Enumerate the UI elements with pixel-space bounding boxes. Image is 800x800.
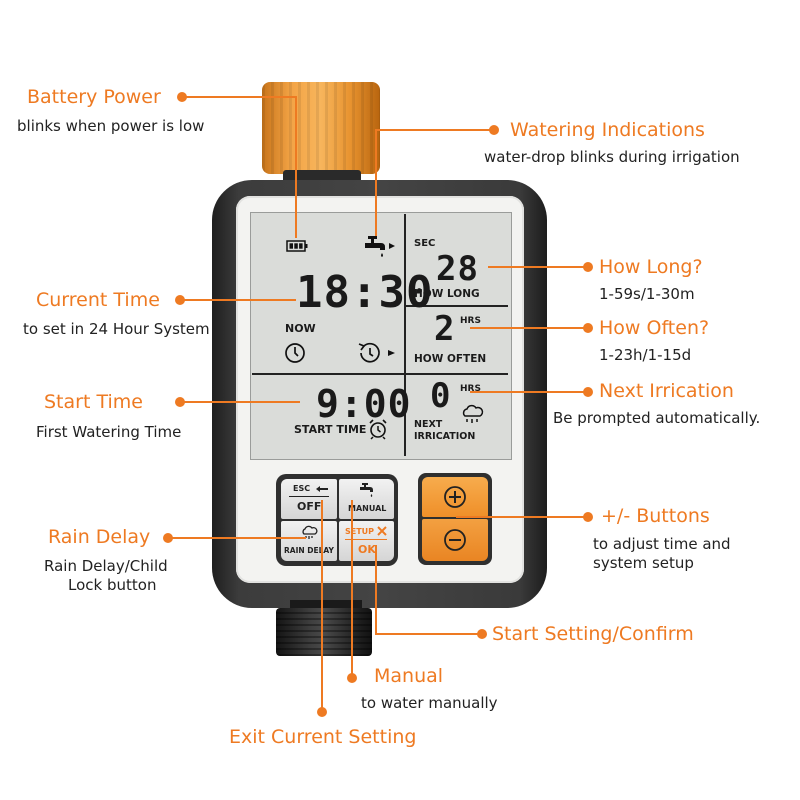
- battery-icon: [286, 240, 308, 252]
- manual-label: MANUAL: [348, 504, 387, 513]
- faucet-icon: [360, 483, 373, 497]
- plus-minus-desc-1: to adjust time and: [593, 535, 731, 553]
- plus-icon: [444, 486, 466, 508]
- minus-icon: [444, 529, 466, 551]
- watering-desc: water-drop blinks during irrigation: [484, 148, 740, 166]
- lcd-start-time-label: START TIME: [294, 423, 367, 436]
- lcd-how-long-value: 28: [436, 249, 479, 289]
- next-title: Next Irrication: [599, 380, 734, 402]
- start-setting-leader: [375, 545, 482, 635]
- lcd-sec-label: SEC: [414, 238, 436, 249]
- watering-leader: [375, 129, 494, 236]
- lcd-screen: [250, 212, 512, 460]
- faucet-icon: [365, 236, 395, 257]
- how-long-desc: 1-59s/1-30m: [599, 285, 695, 303]
- lcd-next-hrs: HRS: [460, 384, 481, 394]
- lcd-divider-right-2: [406, 373, 508, 375]
- setup-ok-button[interactable]: SETUP OK: [339, 521, 394, 561]
- rain-delay-desc-1: Rain Delay/Child: [44, 557, 168, 575]
- esc-divider: [289, 496, 329, 497]
- tool-icon: [377, 526, 387, 536]
- lcd-next-value: 0: [430, 376, 452, 416]
- plus-button[interactable]: [422, 477, 488, 517]
- lcd-now-label: NOW: [285, 322, 316, 335]
- outlet-thread-ridges: [276, 608, 372, 656]
- ok-label: OK: [358, 543, 376, 556]
- esc-off-button[interactable]: ESC OFF: [281, 479, 337, 519]
- battery-desc: blinks when power is low: [17, 117, 205, 135]
- lcd-how-often-value: 2: [434, 309, 456, 349]
- rain-delay-label: RAIN DELAY: [284, 546, 334, 555]
- exit-title: Exit Current Setting: [229, 726, 417, 748]
- setup-divider: [345, 539, 387, 540]
- current-time-title: Current Time: [36, 289, 160, 311]
- rain-cloud-icon: [462, 404, 484, 423]
- battery-leader: [182, 96, 297, 238]
- lcd-start-time: 9:00: [316, 382, 412, 426]
- rain-delay-desc-2: Lock button: [68, 576, 157, 594]
- alarm-clock-icon: [369, 419, 387, 440]
- lcd-how-often-label: HOW OFTEN: [414, 353, 487, 365]
- battery-title: Battery Power: [27, 86, 161, 108]
- manual-title: Manual: [374, 665, 444, 687]
- lcd-next-label-2: IRRICATION: [414, 431, 476, 442]
- start-time-title: Start Time: [44, 391, 143, 413]
- lcd-clock: 18:30: [296, 267, 434, 318]
- watering-title: Watering Indications: [510, 119, 705, 141]
- setup-label: SETUP: [345, 527, 375, 536]
- lcd-divider-vertical: [404, 214, 406, 456]
- lcd-divider-left: [252, 373, 404, 375]
- lcd-how-long-label: HOW LONG: [414, 288, 480, 300]
- start-time-desc: First Watering Time: [36, 423, 182, 441]
- arrow-left-icon: [316, 486, 328, 492]
- next-desc: Be prompted automatically.: [553, 409, 761, 427]
- clock-icon: [285, 343, 305, 363]
- lcd-next-label-1: NEXT: [414, 419, 443, 430]
- minus-button[interactable]: [422, 519, 488, 561]
- lcd-divider-right-1: [406, 305, 508, 307]
- how-often-desc: 1-23h/1-15d: [599, 346, 692, 364]
- lcd-how-often-hrs: HRS: [460, 316, 481, 326]
- current-time-desc: to set in 24 Hour System: [23, 320, 210, 338]
- how-often-title: How Often?: [599, 317, 710, 339]
- plus-minus-desc-2: system setup: [593, 554, 694, 572]
- rain-delay-title: Rain Delay: [48, 526, 151, 548]
- how-long-title: How Long?: [599, 256, 703, 278]
- rain-delay-button[interactable]: RAIN DELAY: [281, 521, 337, 561]
- start-setting-title: Start Setting/Confirm: [492, 623, 694, 645]
- esc-label: ESC: [293, 484, 311, 493]
- cycle-clock-icon: [358, 342, 395, 363]
- outlet-thread: [276, 608, 372, 656]
- plus-minus-title: +/- Buttons: [601, 505, 710, 527]
- manual-button[interactable]: MANUAL: [339, 479, 394, 519]
- manual-desc: to water manually: [361, 694, 498, 712]
- off-label: OFF: [297, 500, 322, 513]
